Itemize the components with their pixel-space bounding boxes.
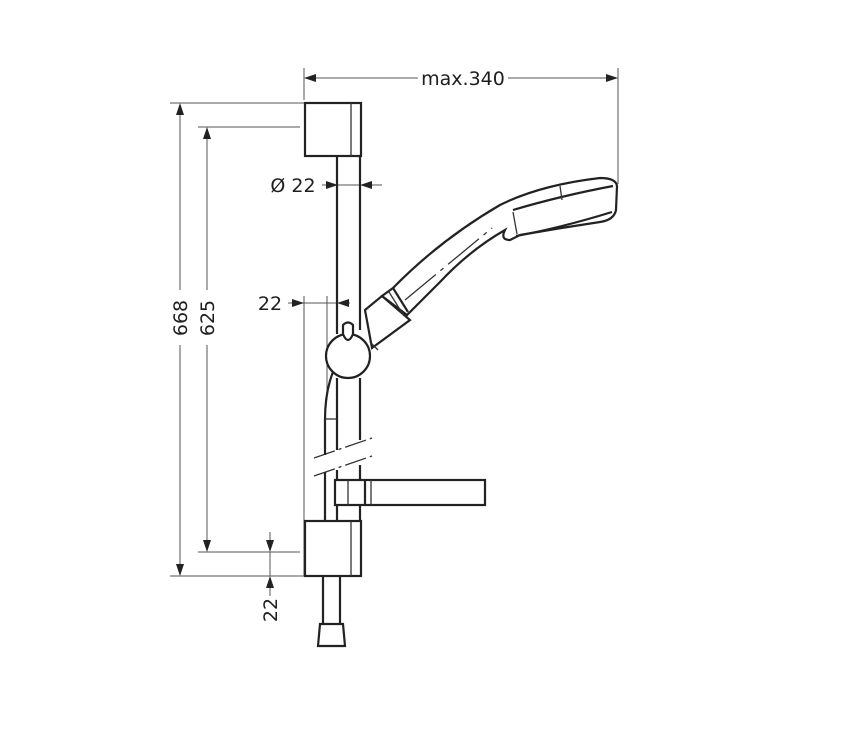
arrow-left-icon [337, 299, 349, 307]
dim-label-bracket-height: 22 [260, 598, 282, 622]
top-wall-bracket [303, 101, 363, 158]
dim-label-rail-diameter: Ø 22 [270, 175, 315, 197]
dim-label-mounting-distance: 625 [197, 300, 219, 336]
dim-label-wall-offset: 22 [258, 293, 282, 315]
arrow-down-icon [266, 540, 274, 552]
arrow-right-icon [326, 181, 338, 189]
arrow-up-icon [203, 127, 211, 139]
soap-dish [333, 478, 487, 507]
bottom-wall-bracket [303, 519, 363, 578]
slide-rail [313, 156, 373, 520]
arrow-right-icon [292, 299, 304, 307]
dimension-overall-height: 668 [170, 102, 304, 577]
arrow-right-icon [606, 74, 618, 82]
arrow-up-icon [266, 576, 274, 588]
hose-connector [316, 576, 347, 648]
hand-shower [380, 176, 619, 317]
arrow-left-icon [304, 74, 316, 82]
dimension-rail-diameter: Ø 22 [270, 175, 382, 197]
dimension-mounting-distance: 625 [197, 126, 300, 553]
arrow-down-icon [203, 540, 211, 552]
slider-holder [324, 294, 412, 380]
dimension-max-reach: max.340 [303, 68, 619, 184]
shower-hose [323, 371, 337, 520]
arrow-down-icon [176, 564, 184, 576]
arrow-left-icon [360, 181, 372, 189]
dim-label-overall-height: 668 [170, 300, 192, 336]
arrow-up-icon [176, 103, 184, 115]
dim-label-max-reach: max.340 [421, 68, 505, 90]
dimension-bracket-height: 22 [260, 532, 282, 622]
